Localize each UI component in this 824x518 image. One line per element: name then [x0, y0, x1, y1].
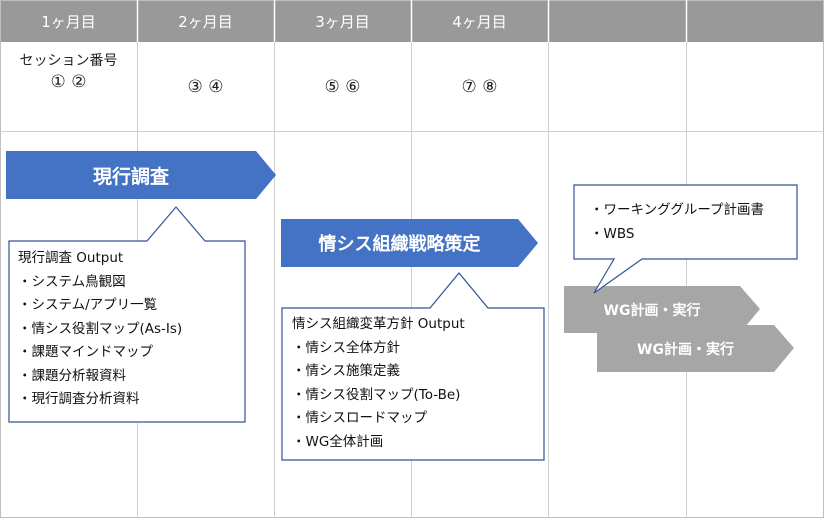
survey-output-item: ・システム/アプリ一覧	[18, 297, 158, 313]
survey-output-item: ・システム鳥観図	[18, 273, 126, 290]
header-separators	[136, 0, 688, 42]
month-header-2: 2ヶ月目	[178, 12, 233, 31]
strategy-output-item: ・情シス施策定義	[292, 363, 400, 379]
survey-output-callout	[8, 206, 246, 423]
session-numbers-1: ① ②	[50, 72, 87, 92]
month-header-3: 3ヶ月目	[315, 12, 370, 31]
current-survey-arrow	[6, 151, 276, 199]
wg-output-text: ・ワーキンググループ計画書 ・WBS	[590, 199, 764, 246]
strategy-output-title: 情シス組織変革方針 Output	[292, 316, 465, 332]
survey-output-item: ・課題分析報資料	[18, 367, 126, 384]
survey-output-item: ・課題マインドマップ	[18, 344, 153, 360]
survey-output-item: ・現行調査分析資料	[18, 391, 140, 407]
wg-output-callout	[573, 184, 798, 294]
wg-label-1: WG計画・実行	[603, 302, 701, 319]
strategy-output-item: ・WG全体計画	[292, 433, 384, 450]
survey-output-item: ・情シス役割マップ(As-Is)	[18, 320, 183, 337]
survey-output-title: 現行調査 Output	[18, 250, 124, 266]
survey-output-text: 現行調査 Output ・システム鳥観図 ・システム/アプリ一覧 ・情シス役割マ…	[18, 247, 182, 412]
session-numbers-3: ⑤ ⑥	[324, 77, 361, 97]
strategy-label: 情シス組織戦略策定	[318, 234, 481, 255]
wg-output-item: ・ワーキンググループ計画書	[590, 202, 765, 218]
month-header-1: 1ヶ月目	[41, 12, 96, 31]
wg-output-item: ・WBS	[590, 225, 635, 242]
strategy-arrow	[281, 219, 538, 267]
strategy-output-item: ・情シスロードマップ	[292, 410, 427, 426]
strategy-output-item: ・情シス役割マップ(To-Be)	[292, 386, 461, 403]
current-survey-label: 現行調査	[92, 165, 169, 188]
wg-arrow-2	[597, 325, 794, 372]
strategy-output-item: ・情シス全体方針	[292, 339, 400, 356]
month-header-5	[548, 0, 686, 42]
strategy-output-callout	[281, 272, 545, 461]
wg-arrow-1	[564, 286, 760, 333]
strategy-output-text: 情シス組織変革方針 Output ・情シス全体方針 ・情シス施策定義 ・情シス役…	[292, 313, 465, 454]
session-numbers-2: ③ ④	[187, 77, 224, 97]
month-header-4: 4ヶ月目	[452, 12, 507, 31]
session-label: セッション番号	[19, 53, 118, 69]
month-header-6	[686, 0, 824, 42]
session-numbers-4: ⑦ ⑧	[461, 77, 498, 97]
wg-label-2: WG計画・実行	[637, 341, 734, 358]
